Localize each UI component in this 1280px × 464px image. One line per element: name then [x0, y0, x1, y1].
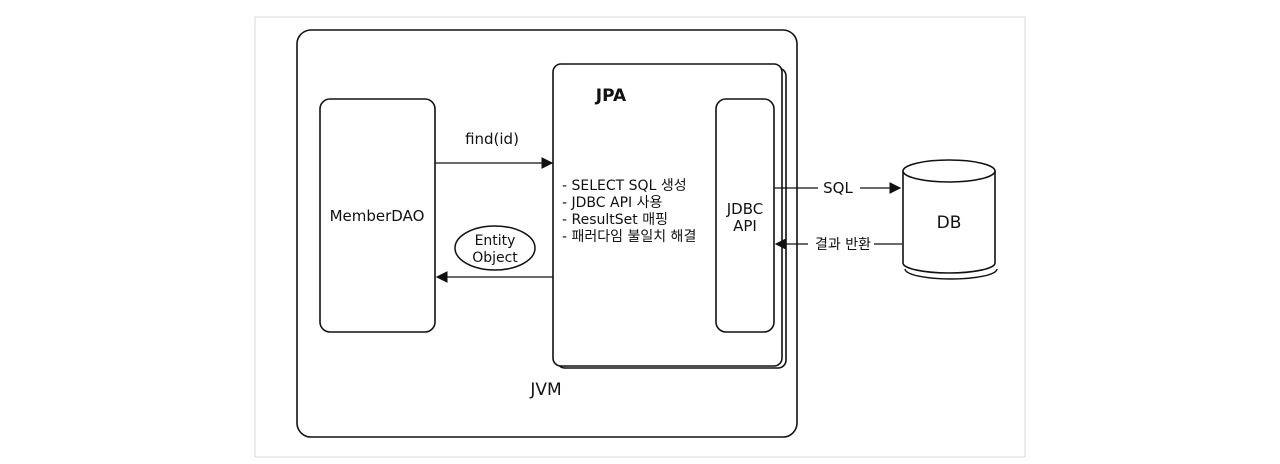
- sql-label: SQL: [823, 179, 853, 197]
- member-dao-label: MemberDAO: [330, 207, 425, 225]
- entity-object-ellipse: [454, 225, 536, 271]
- jdbc-api-box: [715, 98, 775, 333]
- jpa-task-item: - JDBC API 사용: [562, 195, 662, 211]
- jpa-task-item: - SELECT SQL 생성: [562, 178, 687, 194]
- member-dao-box: [319, 98, 436, 333]
- db-cylinder: [902, 159, 998, 280]
- jpa-title: JPA: [595, 86, 627, 106]
- jpa-task-item: - 패러다임 불일치 해결: [562, 229, 696, 245]
- jdbc-api-label-line2: API: [733, 217, 757, 235]
- find-label: find(id): [465, 130, 519, 148]
- entity-label-line1: Entity: [475, 233, 516, 249]
- jvm-label: JVM: [529, 380, 561, 400]
- jpa-task-item: - ResultSet 매핑: [562, 212, 668, 228]
- entity-label-line2: Object: [472, 250, 518, 266]
- db-label: DB: [937, 213, 962, 233]
- result-label: 결과 반환: [815, 237, 871, 253]
- jdbc-api-label-line1: JDBC: [726, 200, 763, 218]
